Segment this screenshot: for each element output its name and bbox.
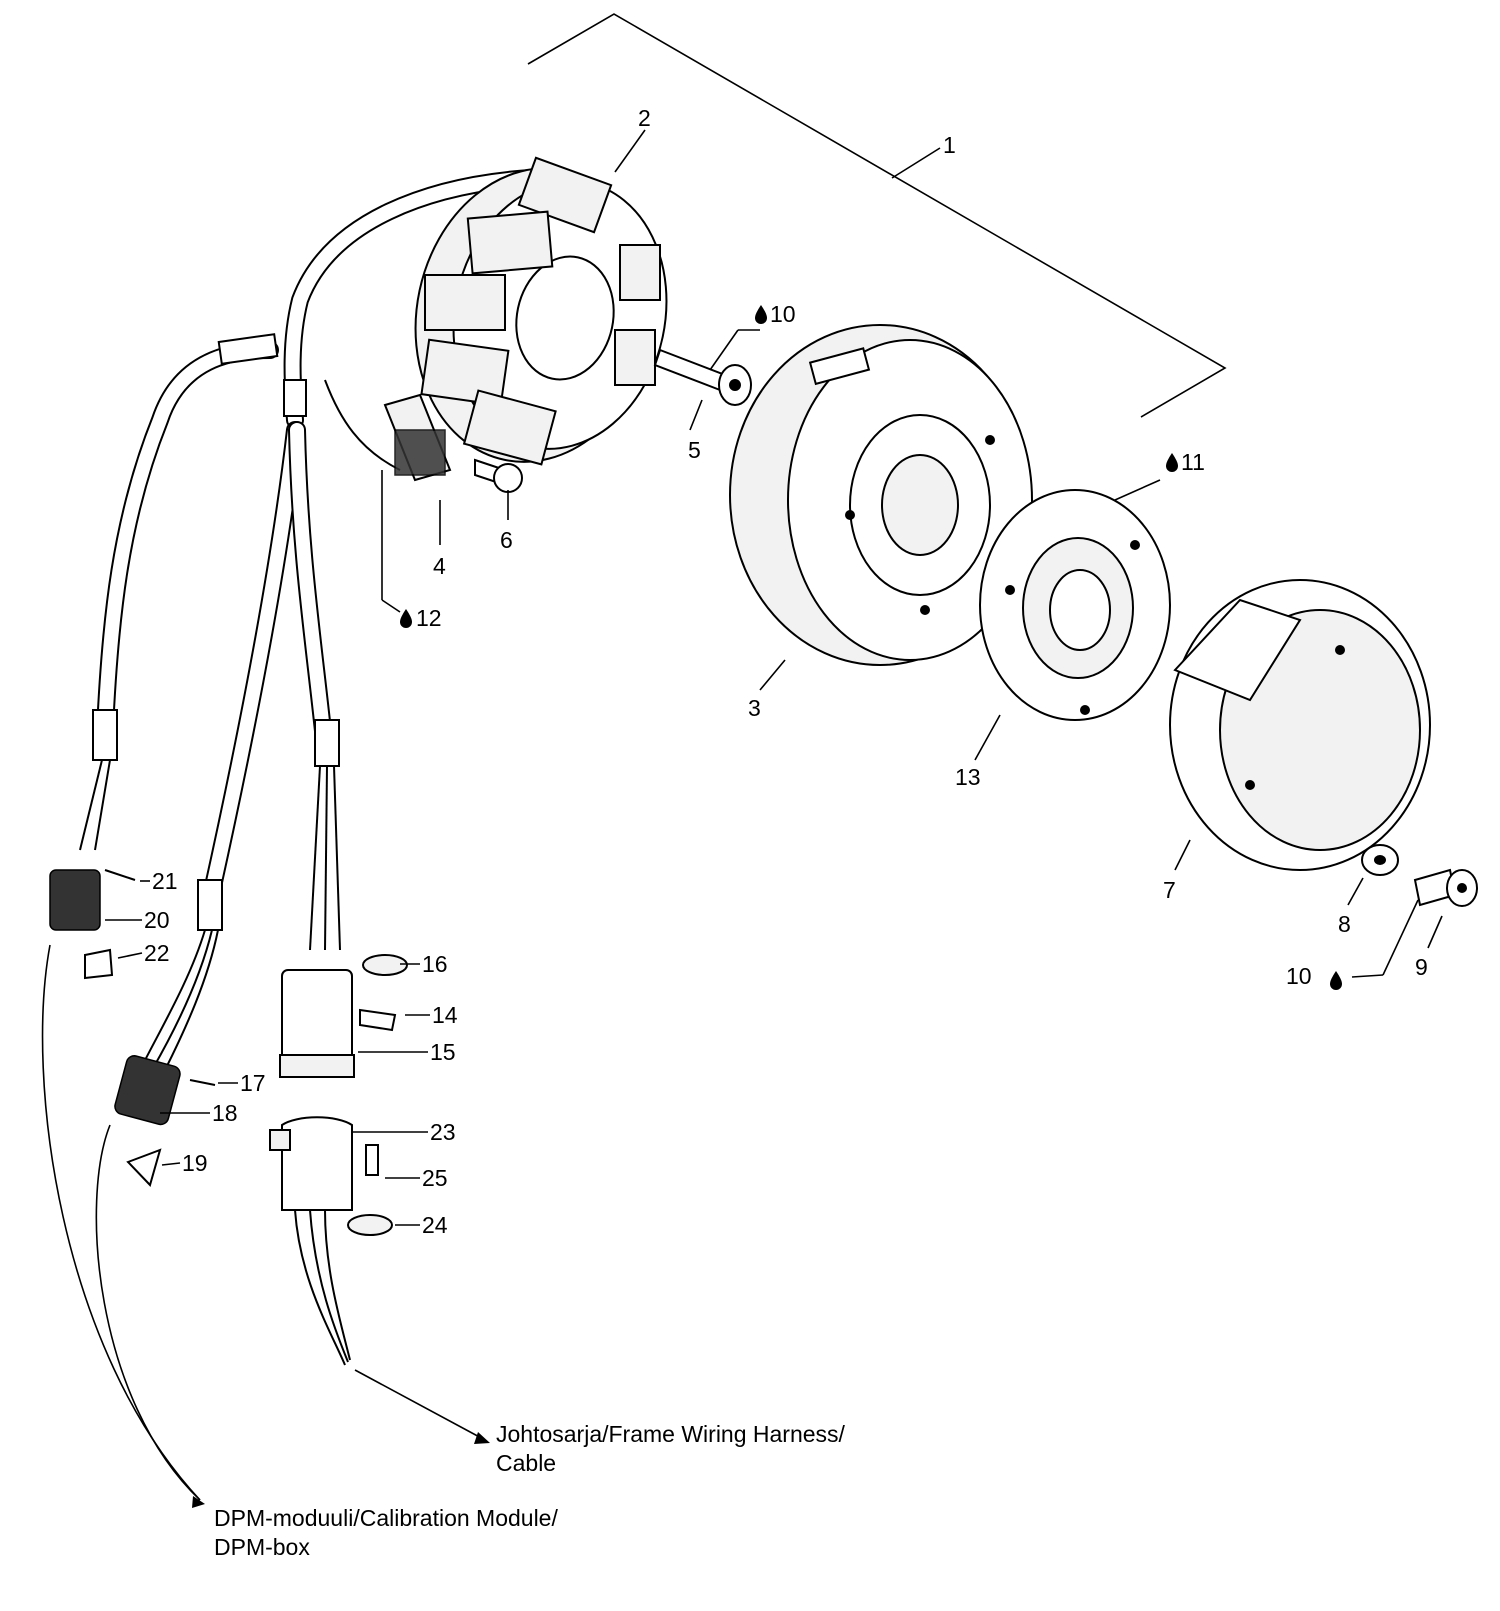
callout-25: 25 <box>422 1165 448 1191</box>
callout-10-bottom: 10 <box>1286 963 1312 989</box>
connector-15 <box>279 954 408 1078</box>
connector-20 <box>49 869 136 980</box>
harness-note-line2: Cable <box>496 1450 556 1476</box>
callout-24: 24 <box>422 1212 448 1238</box>
callout-12: 12 <box>416 605 442 631</box>
leader-lines <box>41 129 1443 1501</box>
callout-17: 17 <box>240 1070 266 1096</box>
callout-2: 2 <box>638 105 651 131</box>
sensor-screw <box>474 458 523 493</box>
harness-note-line1: Johtosarja/Frame Wiring Harness/ <box>496 1421 846 1447</box>
callout-19: 19 <box>182 1150 208 1176</box>
callout-22: 22 <box>144 940 170 966</box>
callout-5: 5 <box>688 437 701 463</box>
wiring-cables <box>79 169 539 1071</box>
connector-18 <box>114 1055 216 1187</box>
callout-8: 8 <box>1338 911 1351 937</box>
flywheel-bolt <box>653 348 752 406</box>
cup-bolt <box>1413 868 1478 907</box>
callout-13: 13 <box>955 764 981 790</box>
callout-1: 1 <box>943 132 956 158</box>
callout-21: 21 <box>152 868 178 894</box>
callout-3: 3 <box>748 695 761 721</box>
arrow-heads <box>192 1432 490 1508</box>
dpm-note-line1: DPM-moduuli/Calibration Module/ <box>214 1505 558 1531</box>
flywheel <box>729 324 1033 666</box>
callout-4: 4 <box>433 553 446 579</box>
callout-23: 23 <box>430 1119 456 1145</box>
callout-6: 6 <box>500 527 513 553</box>
assembly-bracket <box>527 13 1227 418</box>
callout-11: 11 <box>1181 449 1205 475</box>
stator <box>414 156 668 466</box>
connector-23 <box>269 1116 393 1366</box>
destination-notes: Johtosarja/Frame Wiring Harness/ Cable D… <box>214 1421 846 1560</box>
dpm-note-line2: DPM-box <box>214 1534 310 1560</box>
flywheel-plate <box>979 489 1171 721</box>
pickup-sensor <box>383 393 452 482</box>
callout-20: 20 <box>144 907 170 933</box>
callout-labels: 1 2 10 5 6 4 12 11 3 13 7 8 9 10 21 20 2… <box>144 105 1428 1238</box>
callout-15: 15 <box>430 1039 456 1065</box>
callout-7: 7 <box>1163 877 1176 903</box>
washer <box>1361 844 1399 876</box>
callout-9: 9 <box>1415 954 1428 980</box>
callout-16: 16 <box>422 951 448 977</box>
callout-18: 18 <box>212 1100 238 1126</box>
starter-cup <box>1169 579 1431 871</box>
callout-10-top: 10 <box>770 301 796 327</box>
callout-14: 14 <box>432 1002 458 1028</box>
